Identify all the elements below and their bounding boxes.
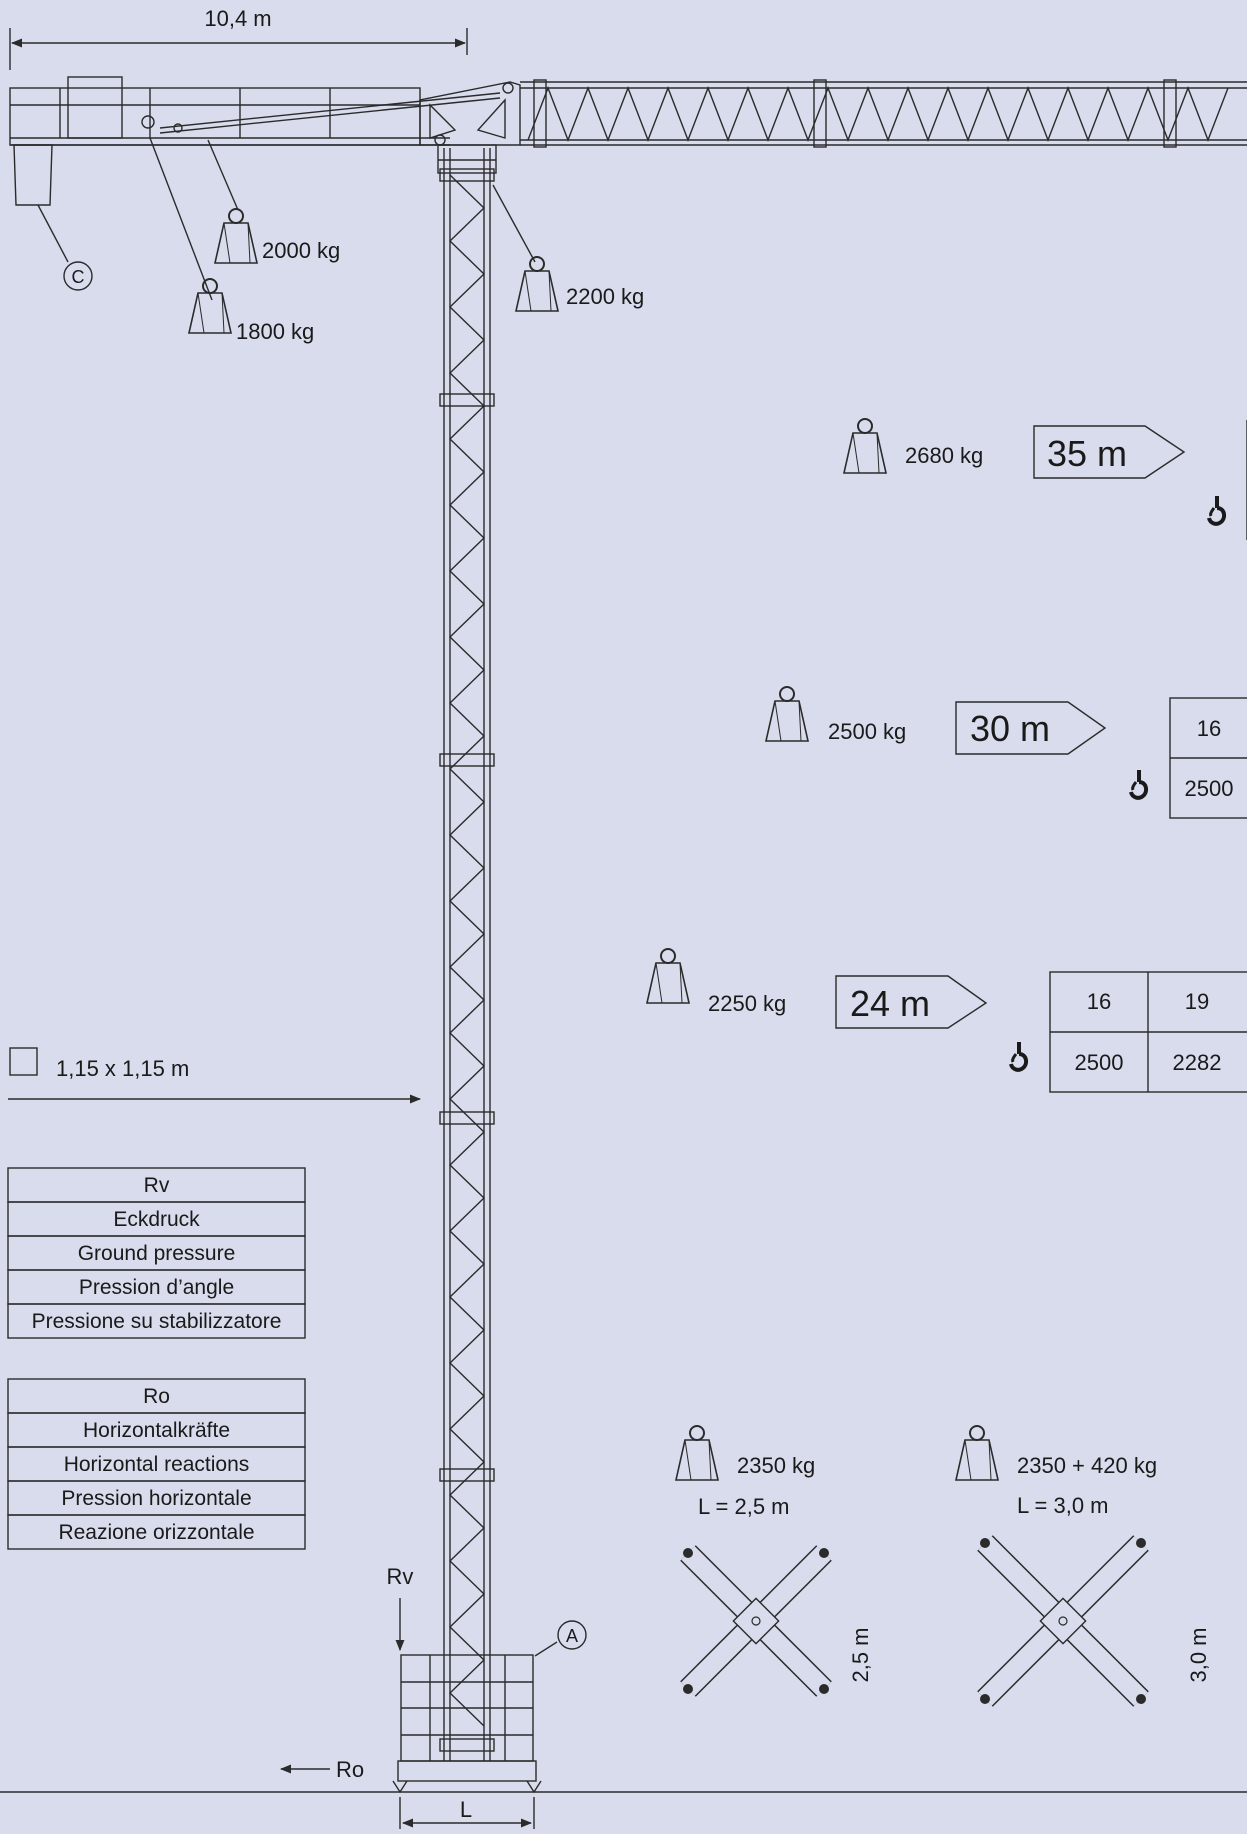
ro-table-row-2: Horizontal reactions — [64, 1453, 250, 1476]
counterjib — [9, 28, 501, 301]
ballast-weight-2000: 2000 kg — [262, 238, 340, 263]
tower-mast — [439, 148, 495, 1761]
base-a-label: A — [566, 1626, 578, 1646]
square-section-icon — [9, 1047, 38, 1076]
base-rv-label: Rv — [387, 1564, 414, 1589]
weight-icon — [955, 1425, 999, 1481]
jib-length-30: 30 m — [970, 708, 1050, 749]
mast-section: 1,15 x 1,15 m — [8, 1047, 422, 1104]
jib-length-24: 24 m — [850, 983, 930, 1024]
mast-section-label: 1,15 x 1,15 m — [56, 1056, 189, 1081]
base-labels: Rv Ro A L — [336, 1564, 578, 1822]
weight-icon — [515, 256, 559, 312]
rv-table-row-3: Pression d’angle — [79, 1276, 234, 1299]
base-option-2-5: 2350 kg L = 2,5 m — [675, 1425, 815, 1519]
weight-icon — [646, 948, 690, 1004]
rv-table-row-0: Rv — [144, 1174, 170, 1197]
load-table-24-load-2: 2282 — [1173, 1050, 1222, 1075]
base-option-2-length: L = 3,0 m — [1017, 1493, 1109, 1518]
hook-icon — [1207, 494, 1227, 526]
load-table-24-radius-1: 16 — [1087, 989, 1111, 1014]
jib-weight-35: 2680 kg — [905, 443, 983, 468]
base-l-label: L — [460, 1797, 472, 1822]
ro-table-row-3: Pression horizontale — [61, 1487, 251, 1510]
ballast-weight-2200: 2200 kg — [566, 284, 644, 309]
weight-icon — [188, 278, 232, 334]
base-option-2-weight: 2350 + 420 kg — [1017, 1453, 1157, 1478]
counterjib-length-label: 10,4 m — [204, 6, 271, 31]
ro-table-row-1: Horizontalkräfte — [83, 1419, 230, 1442]
rv-table-row-4: Pressione su stabilizzatore — [32, 1310, 282, 1333]
load-table-30-radius: 16 — [1197, 716, 1221, 741]
ro-table-row-4: Reazione orizzontale — [58, 1521, 254, 1544]
weight-icon — [765, 686, 809, 742]
weight-icon — [214, 208, 258, 264]
base-option-1-length: L = 2,5 m — [698, 1494, 790, 1519]
base-option-3-0: 2350 + 420 kg L = 3,0 m — [955, 1425, 1157, 1518]
ro-table-row-0: Ro — [143, 1385, 170, 1408]
ballast-weight-1800: 1800 kg — [236, 319, 314, 344]
base-option-1-weight: 2350 kg — [737, 1453, 815, 1478]
base-ro-label: Ro — [336, 1757, 364, 1782]
jib-length-35: 35 m — [1047, 433, 1127, 474]
jib-weight-24: 2250 kg — [708, 991, 786, 1016]
jib-config-35: 2680 kg 35 m — [843, 418, 1247, 540]
ballast-label-c: C — [72, 267, 85, 287]
jib-config-24: 2250 kg 24 m 16 19 2500 2282 — [646, 948, 1247, 1093]
rv-table-row-1: Eckdruck — [113, 1208, 200, 1231]
cross-base-icon-2-5 — [680, 1545, 832, 1697]
load-table-24-radius-2: 19 — [1185, 989, 1209, 1014]
jib-truss — [520, 79, 1247, 148]
rv-table-row-2: Ground pressure — [78, 1242, 236, 1265]
jib-weight-30: 2500 kg — [828, 719, 906, 744]
jib-config-30: 2500 kg 30 m 16 2500 — [765, 686, 1247, 819]
cross-base-icon-3-0 — [977, 1535, 1149, 1707]
crane-base — [0, 1598, 1247, 1829]
weight-icon — [675, 1425, 719, 1481]
ballast-weight-icons: 2000 kg 1800 kg 2200 kg — [188, 184, 644, 344]
slewing-head — [419, 81, 521, 174]
load-table-24 — [1049, 971, 1247, 1093]
hook-icon — [1009, 1040, 1029, 1072]
load-table-30-load: 2500 — [1185, 776, 1234, 801]
load-table-24-load-1: 2500 — [1075, 1050, 1124, 1075]
weight-icon — [843, 418, 887, 474]
base-option-2-dim: 3,0 m — [1186, 1627, 1211, 1682]
base-option-1-dim: 2,5 m — [848, 1627, 873, 1682]
load-table-30 — [1169, 697, 1247, 819]
hook-icon — [1129, 768, 1149, 800]
counterjib-labels: 10,4 m C — [72, 6, 272, 287]
